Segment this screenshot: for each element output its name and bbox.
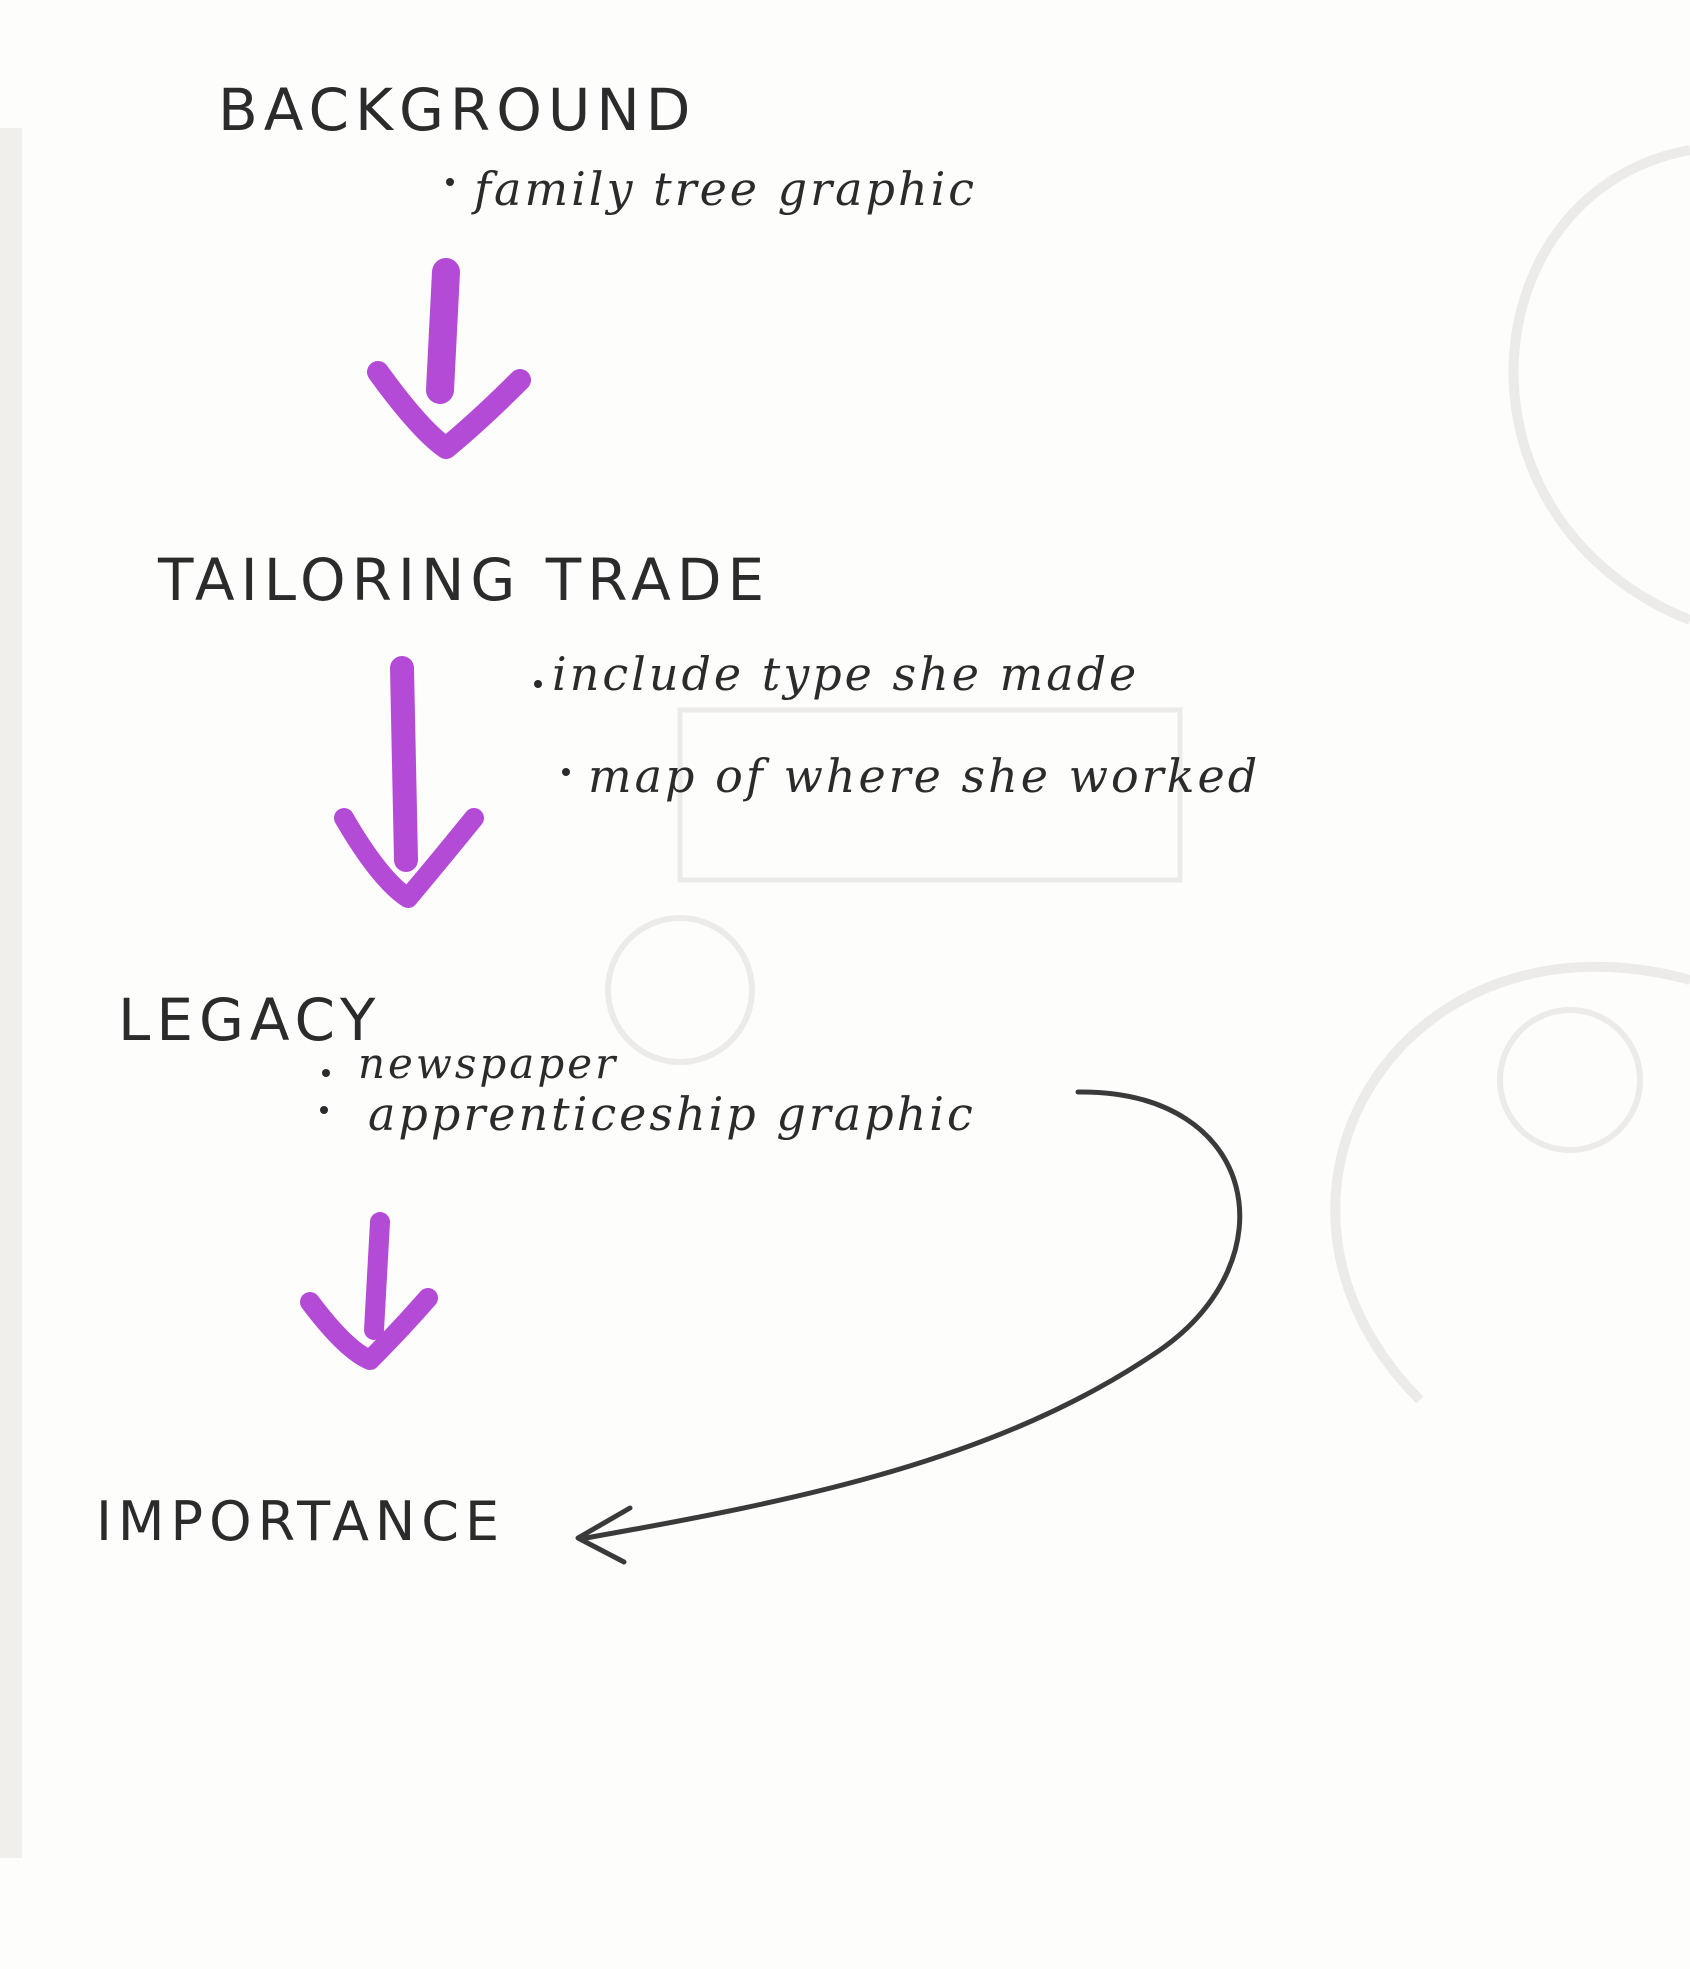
heading-tailoring-trade: TAILORING TRADE bbox=[157, 546, 770, 614]
bleed-circle-left bbox=[605, 915, 755, 1065]
arrow-legacy-to-importance bbox=[300, 1212, 438, 1370]
curved-arrow-to-importance bbox=[575, 1089, 1243, 1565]
arrow-trade-to-legacy bbox=[334, 656, 484, 908]
note-newspaper: newspaper bbox=[358, 1039, 618, 1088]
note-family-tree: family tree graphic bbox=[471, 162, 977, 216]
arrow-background-to-trade bbox=[367, 258, 531, 459]
bullet-dot bbox=[320, 1106, 328, 1114]
bleed-circle-right bbox=[1497, 1007, 1643, 1153]
note-apprenticeship: apprenticeship graphic bbox=[368, 1087, 976, 1141]
heading-importance: IMPORTANCE bbox=[96, 1490, 505, 1553]
bullet-dot bbox=[446, 178, 454, 186]
bleed-arc-bottom-right bbox=[1330, 961, 1690, 1404]
bullet-dot bbox=[322, 1069, 330, 1077]
note-map-worked: map of where she worked bbox=[588, 749, 1260, 803]
bleed-box bbox=[677, 707, 1183, 883]
heading-background: BACKGROUND bbox=[218, 76, 696, 144]
note-type-she-made: include type she made bbox=[552, 647, 1139, 701]
bleed-arc-top-right bbox=[1508, 145, 1690, 625]
bleed-through-shapes bbox=[605, 145, 1690, 1404]
scan-edge-strip bbox=[0, 128, 22, 1858]
heading-legacy: LEGACY bbox=[118, 986, 381, 1054]
bullet-dot bbox=[534, 680, 542, 688]
bullet-dot bbox=[562, 768, 570, 776]
